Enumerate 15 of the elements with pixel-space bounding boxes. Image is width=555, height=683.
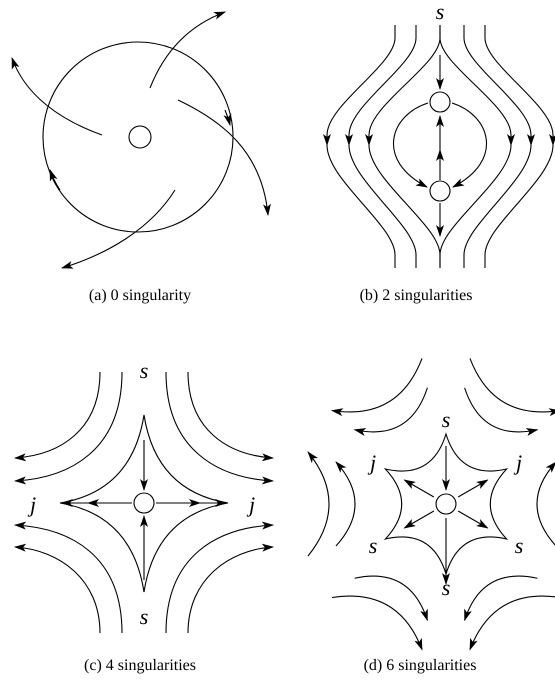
singularity-label: j <box>30 494 36 516</box>
singularity-label: s <box>442 409 450 431</box>
singularity-label: s <box>442 577 450 599</box>
singularity-label: s <box>140 606 148 628</box>
singularity-label: s <box>436 1 444 23</box>
panel-caption: (c) 4 singularities <box>84 658 196 674</box>
panel-caption: (a) 0 singularity <box>88 288 192 304</box>
singularity-label: j <box>370 452 376 474</box>
panel-caption: (b) 2 singularities <box>360 288 472 304</box>
singularity-label: s <box>514 535 524 557</box>
panel-caption: (d) 6 singularities <box>364 658 476 674</box>
singularity-label: j <box>516 452 522 474</box>
singularity-label: s <box>368 535 378 557</box>
singularity-label: j <box>248 494 256 516</box>
singularity-label: s <box>140 360 148 382</box>
